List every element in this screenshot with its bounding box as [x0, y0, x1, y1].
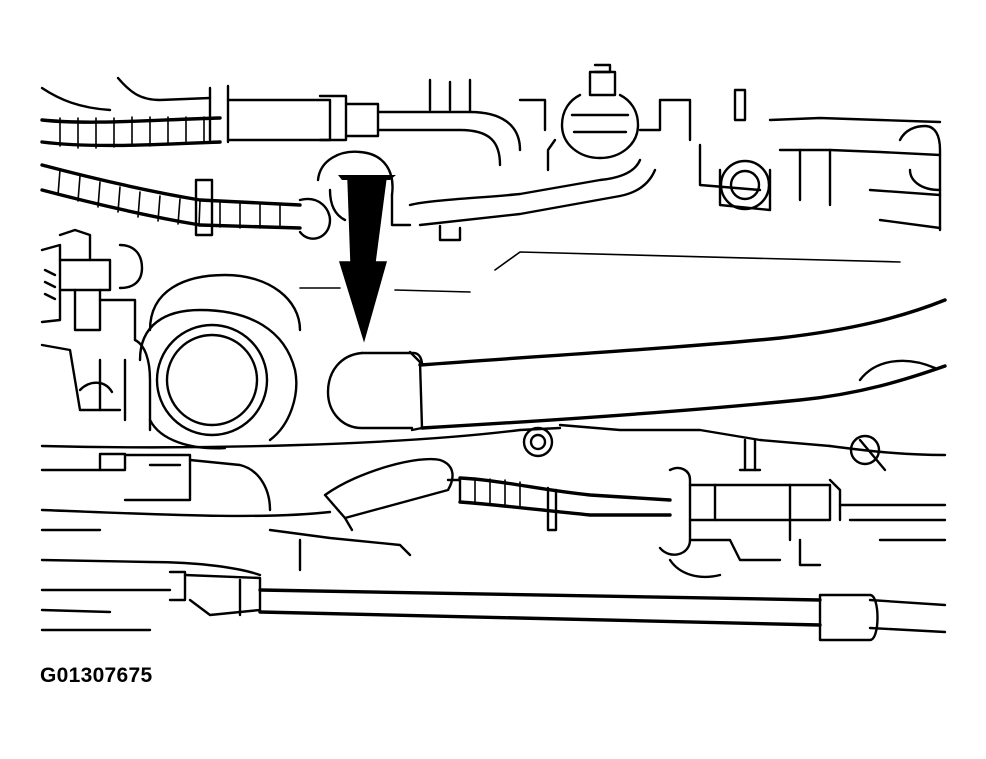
main-hose [326, 298, 947, 432]
upper-hoses [40, 76, 547, 167]
wiring-harness-lower [40, 163, 332, 240]
cover-plate-lines [299, 251, 901, 293]
top-sensor [546, 63, 747, 172]
lower-hose-clamp [323, 457, 672, 532]
crossmember [40, 528, 947, 642]
left-bracket-cluster [40, 228, 152, 432]
lower-fasteners [522, 426, 887, 472]
figure-code-label: G01307675 [40, 664, 153, 687]
filler-neck [138, 273, 302, 450]
wiring-harness-upper [40, 116, 222, 149]
down-arrow-icon [338, 175, 396, 343]
lower-frame [40, 359, 947, 532]
upper-right-bracket [408, 116, 942, 242]
lower-right-assembly [658, 466, 947, 579]
